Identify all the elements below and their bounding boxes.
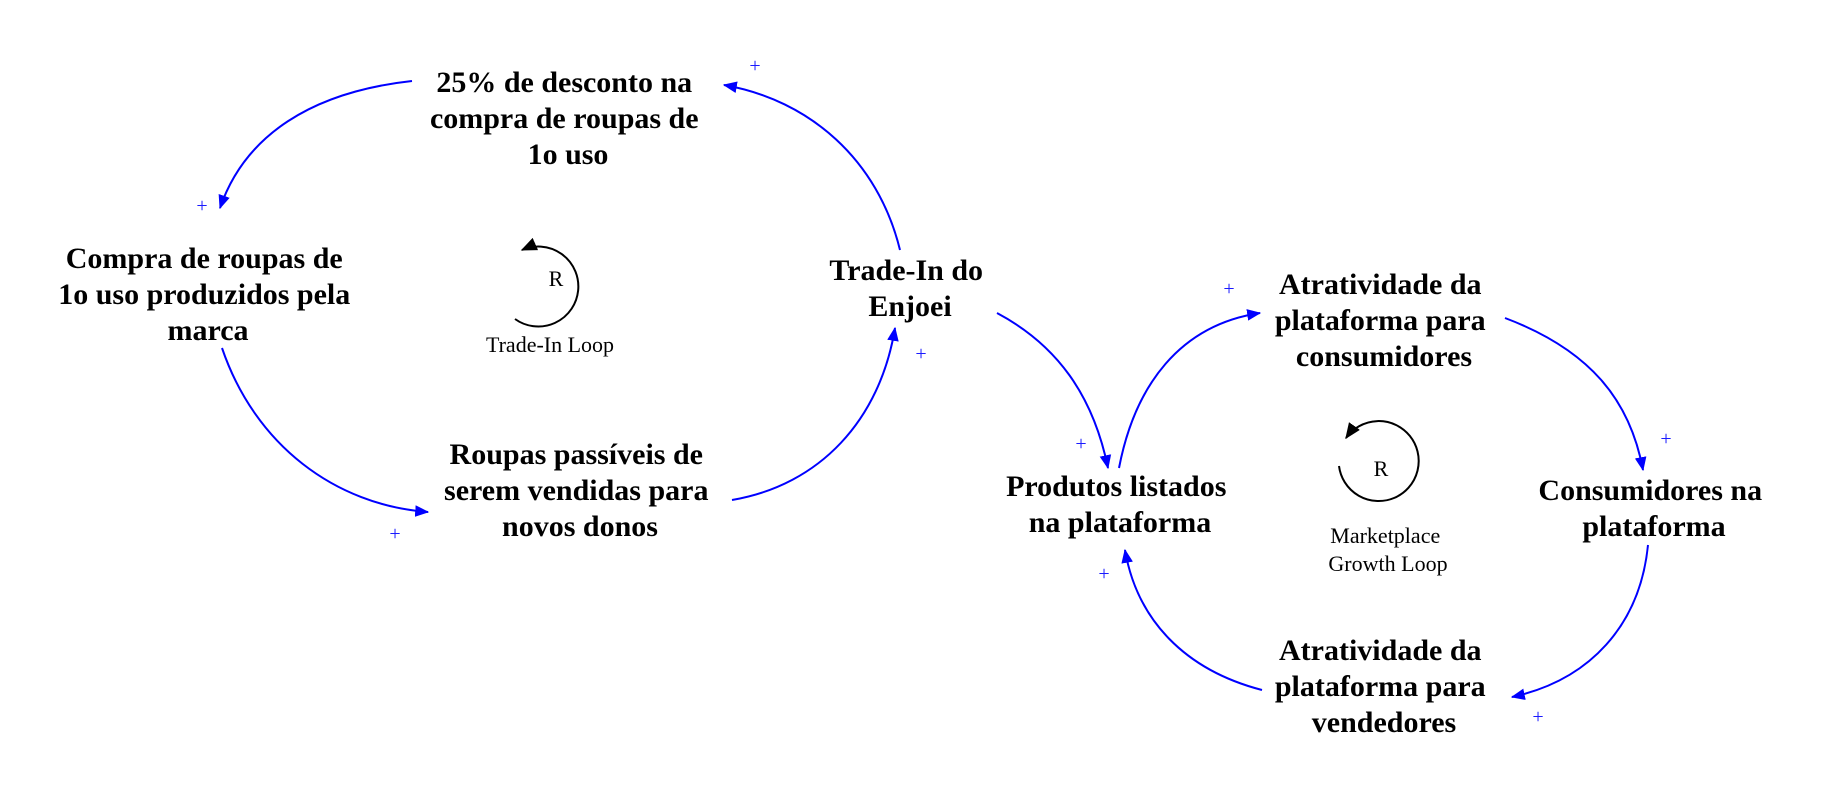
polarity-consumidores-to-atr-vendedores: + [1532, 706, 1543, 728]
node-atr-consumidores-line-3: consumidores [1296, 340, 1472, 373]
link-desconto-to-compra [218, 80, 413, 210]
link-compra-to-roupas [221, 347, 430, 517]
node-consumidores-line-1: Consumidores na [1538, 474, 1762, 507]
polarity-tradein-to-desconto: + [749, 55, 760, 77]
node-produtos: Produtos listados na plataforma [1006, 470, 1234, 539]
loop-trade-in-arrow-icon [514, 237, 580, 328]
polarity-atr-consumidores-to-consumidores: + [1660, 428, 1671, 450]
loop-trade-in-label-line-1: Trade-In Loop [486, 332, 614, 357]
link-atr-consumidores-to-consumidores [1504, 317, 1647, 472]
node-desconto-line-1: 25% de desconto na [436, 66, 692, 99]
loop-marketplace-type: R [1374, 456, 1389, 481]
node-roupas: Roupas passíveis de serem vendidas para … [444, 438, 716, 543]
node-desconto-line-2: compra de roupas de [430, 102, 699, 135]
node-compra: Compra de roupas de 1o uso produzidos pe… [58, 242, 358, 347]
loop-marketplace-label-line-2: Growth Loop [1328, 551, 1447, 576]
polarity-produtos-to-atr-consumidores: + [1223, 278, 1234, 300]
node-atr-vendedores-line-3: vendedores [1312, 706, 1456, 739]
node-compra-line-2: 1o uso produzidos pela [58, 278, 350, 311]
node-atr-consumidores: Atratividade da plataforma para consumid… [1275, 268, 1493, 373]
node-tradein-line-1: Trade-In do [829, 254, 983, 287]
node-tradein-line-2: Enjoei [868, 290, 951, 323]
node-atr-consumidores-line-1: Atratividade da [1279, 268, 1482, 301]
loop-trade-in-label: Trade-In Loop [486, 332, 614, 357]
polarity-atr-vendedores-to-produtos: + [1098, 563, 1109, 585]
node-tradein: Trade-In do Enjoei [829, 254, 990, 323]
loop-marketplace-label: Marketplace Growth Loop [1328, 523, 1447, 576]
node-compra-line-3: marca [167, 314, 248, 347]
loop-marketplace-growth: R Marketplace Growth Loop [1328, 420, 1448, 576]
link-tradein-to-produtos [996, 312, 1112, 470]
node-produtos-line-1: Produtos listados [1006, 470, 1226, 503]
polarity-compra-to-roupas: + [389, 523, 400, 545]
node-roupas-line-3: novos donos [502, 510, 658, 543]
loop-trade-in-type: R [549, 266, 564, 291]
node-atr-vendedores: Atratividade da plataforma para vendedor… [1275, 634, 1493, 739]
node-produtos-line-2: na plataforma [1029, 506, 1212, 539]
polarity-roupas-to-tradein: + [915, 343, 926, 365]
link-tradein-to-desconto [722, 81, 901, 251]
loop-trade-in: R Trade-In Loop [486, 237, 614, 357]
node-compra-line-1: Compra de roupas de [66, 242, 343, 275]
link-consumidores-to-atr-vendedores [1510, 544, 1649, 700]
node-consumidores-line-2: plataforma [1582, 510, 1725, 543]
node-atr-vendedores-line-2: plataforma para [1275, 670, 1486, 703]
loop-marketplace-arrow-icon [1338, 420, 1420, 503]
node-desconto-line-3: 1o uso [528, 138, 609, 171]
polarity-desconto-to-compra: + [196, 195, 207, 217]
node-desconto: 25% de desconto na compra de roupas de 1… [430, 66, 706, 171]
link-roupas-to-tradein [731, 326, 899, 501]
node-consumidores: Consumidores na plataforma [1538, 474, 1769, 543]
node-roupas-line-1: Roupas passíveis de [450, 438, 703, 471]
node-atr-vendedores-line-1: Atratividade da [1279, 634, 1482, 667]
link-atr-vendedores-to-produtos [1121, 548, 1263, 691]
node-atr-consumidores-line-2: plataforma para [1275, 304, 1486, 337]
loop-marketplace-label-line-1: Marketplace [1330, 523, 1440, 548]
polarity-tradein-to-produtos: + [1075, 433, 1086, 455]
node-roupas-line-2: serem vendidas para [444, 474, 708, 507]
link-produtos-to-atr-consumidores [1118, 309, 1262, 469]
